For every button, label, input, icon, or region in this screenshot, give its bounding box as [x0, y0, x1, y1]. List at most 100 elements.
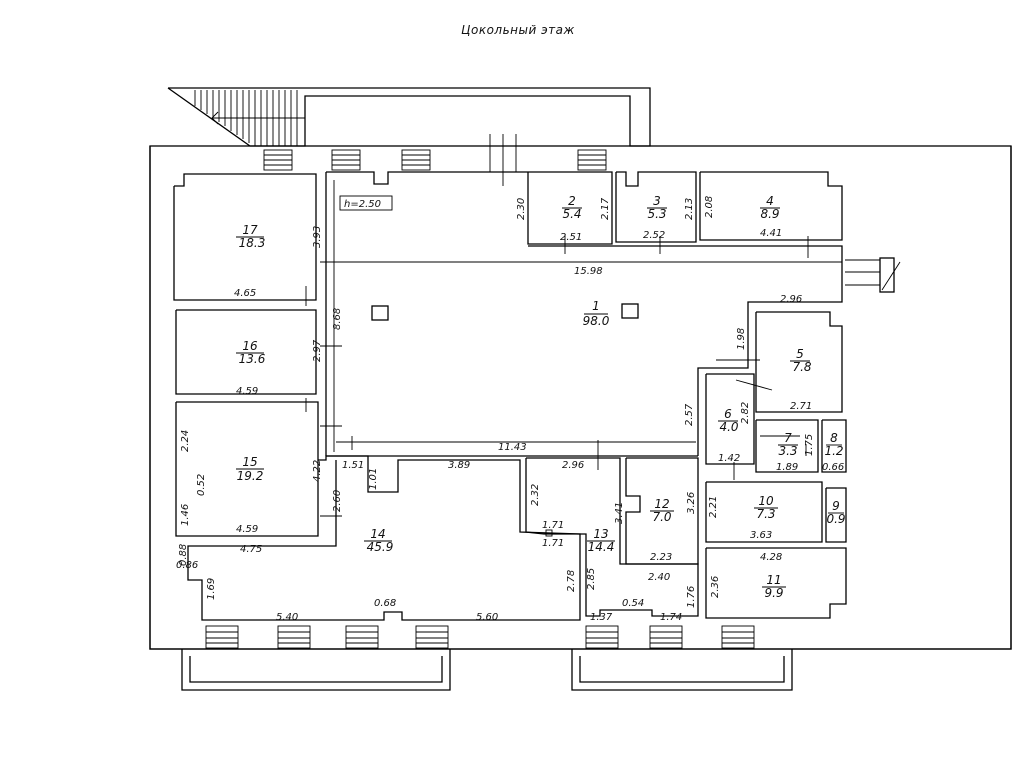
dim-label: 4.41: [760, 228, 782, 239]
room-number: 9: [832, 499, 840, 513]
room-number: 2: [568, 194, 576, 208]
room-area: 19.2: [237, 469, 264, 483]
room-2: 2 5.4: [562, 194, 582, 221]
dim-label: 3.89: [448, 460, 470, 471]
room-number: 13: [593, 527, 608, 541]
dim-label: 2.97: [312, 339, 323, 362]
dim-label: 1.71: [542, 520, 564, 531]
interior-walls: [173, 171, 847, 621]
room-area: 9.9: [764, 586, 783, 600]
room-area: 0.9: [826, 512, 845, 526]
dim-label: 2.40: [648, 572, 670, 583]
room-number: 15: [242, 455, 257, 469]
dim-label: 4.59: [236, 524, 258, 535]
dim-label: 8.68: [332, 308, 343, 330]
dim-label: 2.36: [710, 576, 721, 598]
room-area: 8.9: [760, 207, 779, 221]
room-area: 14.4: [588, 540, 615, 554]
room-area: 5.3: [647, 207, 666, 221]
room-8: 8 1.2: [824, 431, 843, 458]
dim-label: 2.30: [516, 198, 527, 220]
dim-label: 4.65: [234, 288, 256, 299]
room-number: 6: [724, 407, 732, 421]
dim-label: 0.68: [374, 598, 396, 609]
room-area: 45.9: [367, 540, 394, 554]
dim-label: 1.42: [718, 453, 740, 464]
plan-title: Цокольный этаж: [461, 23, 575, 37]
room-10: 10 7.3: [754, 494, 778, 521]
dim-label: 1.89: [776, 462, 798, 473]
room-number: 3: [653, 194, 661, 208]
dim-label: 2.57: [684, 403, 695, 426]
room-6: 6 4.0: [718, 407, 739, 434]
room-11: 11 9.9: [762, 573, 786, 600]
room-15: 15 19.2: [236, 455, 264, 483]
dim-label: 2.52: [643, 230, 665, 241]
dim-label: 2.08: [704, 196, 715, 218]
dim-label: 4.28: [760, 552, 782, 563]
room-area: 13.6: [239, 352, 266, 366]
dim-label: 2.51: [560, 232, 582, 243]
height-label: h=2.50: [339, 195, 393, 211]
room-area: 5.4: [562, 207, 581, 221]
room-9: 9 0.9: [826, 499, 845, 526]
dim-label: 0.86: [176, 560, 198, 571]
room-number: 5: [796, 347, 804, 361]
dim-label: 1.75: [804, 434, 815, 456]
dim-label: 1.51: [342, 460, 364, 471]
room-16: 16 13.6: [236, 339, 266, 366]
dimension-lines: [305, 180, 842, 517]
dim-label: 2.21: [708, 496, 719, 518]
room-number: 10: [758, 494, 774, 508]
dim-label: 1.98: [736, 328, 747, 350]
dim-label: 2.85: [586, 568, 597, 590]
staircase: [167, 87, 651, 147]
room-labels: 1 98.0 2 5.4 3 5.3 4 8.9 5 7.8 6 4.0: [236, 194, 846, 600]
outer-walls: [149, 145, 1012, 650]
room-4: 4 8.9: [760, 194, 780, 221]
room-number: 11: [766, 573, 781, 587]
dim-label: 2.32: [530, 484, 541, 506]
dim-label: 1.37: [590, 612, 613, 623]
dim-label: 3.93: [312, 226, 323, 248]
dim-label: 1.76: [686, 586, 697, 608]
dim-label: 2.24: [180, 430, 191, 452]
height-label-text: h=2.50: [344, 199, 381, 210]
room-13: 13 14.4: [587, 527, 615, 554]
dim-label: 5.60: [476, 612, 498, 623]
room-number: 17: [242, 223, 258, 237]
room-area: 7.8: [792, 360, 811, 374]
dim-label: 1.74: [660, 612, 682, 623]
room-area: 1.2: [824, 444, 843, 458]
dim-label: 1.69: [206, 578, 217, 600]
room-area: 4.0: [719, 420, 738, 434]
windows: [205, 134, 901, 649]
room-area: 7.0: [652, 510, 671, 524]
dim-label: 5.40: [276, 612, 298, 623]
room-7: 7 3.3: [778, 431, 798, 458]
room-number: 8: [830, 431, 838, 445]
room-area: 98.0: [583, 314, 610, 328]
room-14: 14 45.9: [364, 527, 393, 554]
room-number: 14: [370, 527, 385, 541]
dim-label: 2.96: [562, 460, 584, 471]
dim-label: 0.52: [196, 474, 207, 496]
dim-label: 2.13: [684, 198, 695, 220]
dim-label: 1.46: [180, 504, 191, 526]
room-17: 17 18.3: [236, 223, 265, 250]
dim-label: 2.60: [332, 490, 343, 512]
dimension-labels: 2.30 2.17 2.13 2.08 2.51 2.52 4.41 15.98…: [176, 196, 844, 623]
dim-label: 0.88: [178, 544, 189, 566]
dim-label: 0.66: [822, 462, 844, 473]
room-number: 16: [242, 339, 258, 353]
dim-label: 1.71: [542, 538, 564, 549]
dim-label: 2.23: [650, 552, 672, 563]
room-number: 4: [766, 194, 774, 208]
dim-label: 2.71: [790, 401, 812, 412]
room-number: 1: [592, 299, 600, 313]
dim-label: 3.26: [686, 492, 697, 514]
dim-label: 15.98: [574, 266, 603, 277]
room-12: 12 7.0: [650, 497, 674, 524]
dim-label: 4.75: [240, 544, 262, 555]
